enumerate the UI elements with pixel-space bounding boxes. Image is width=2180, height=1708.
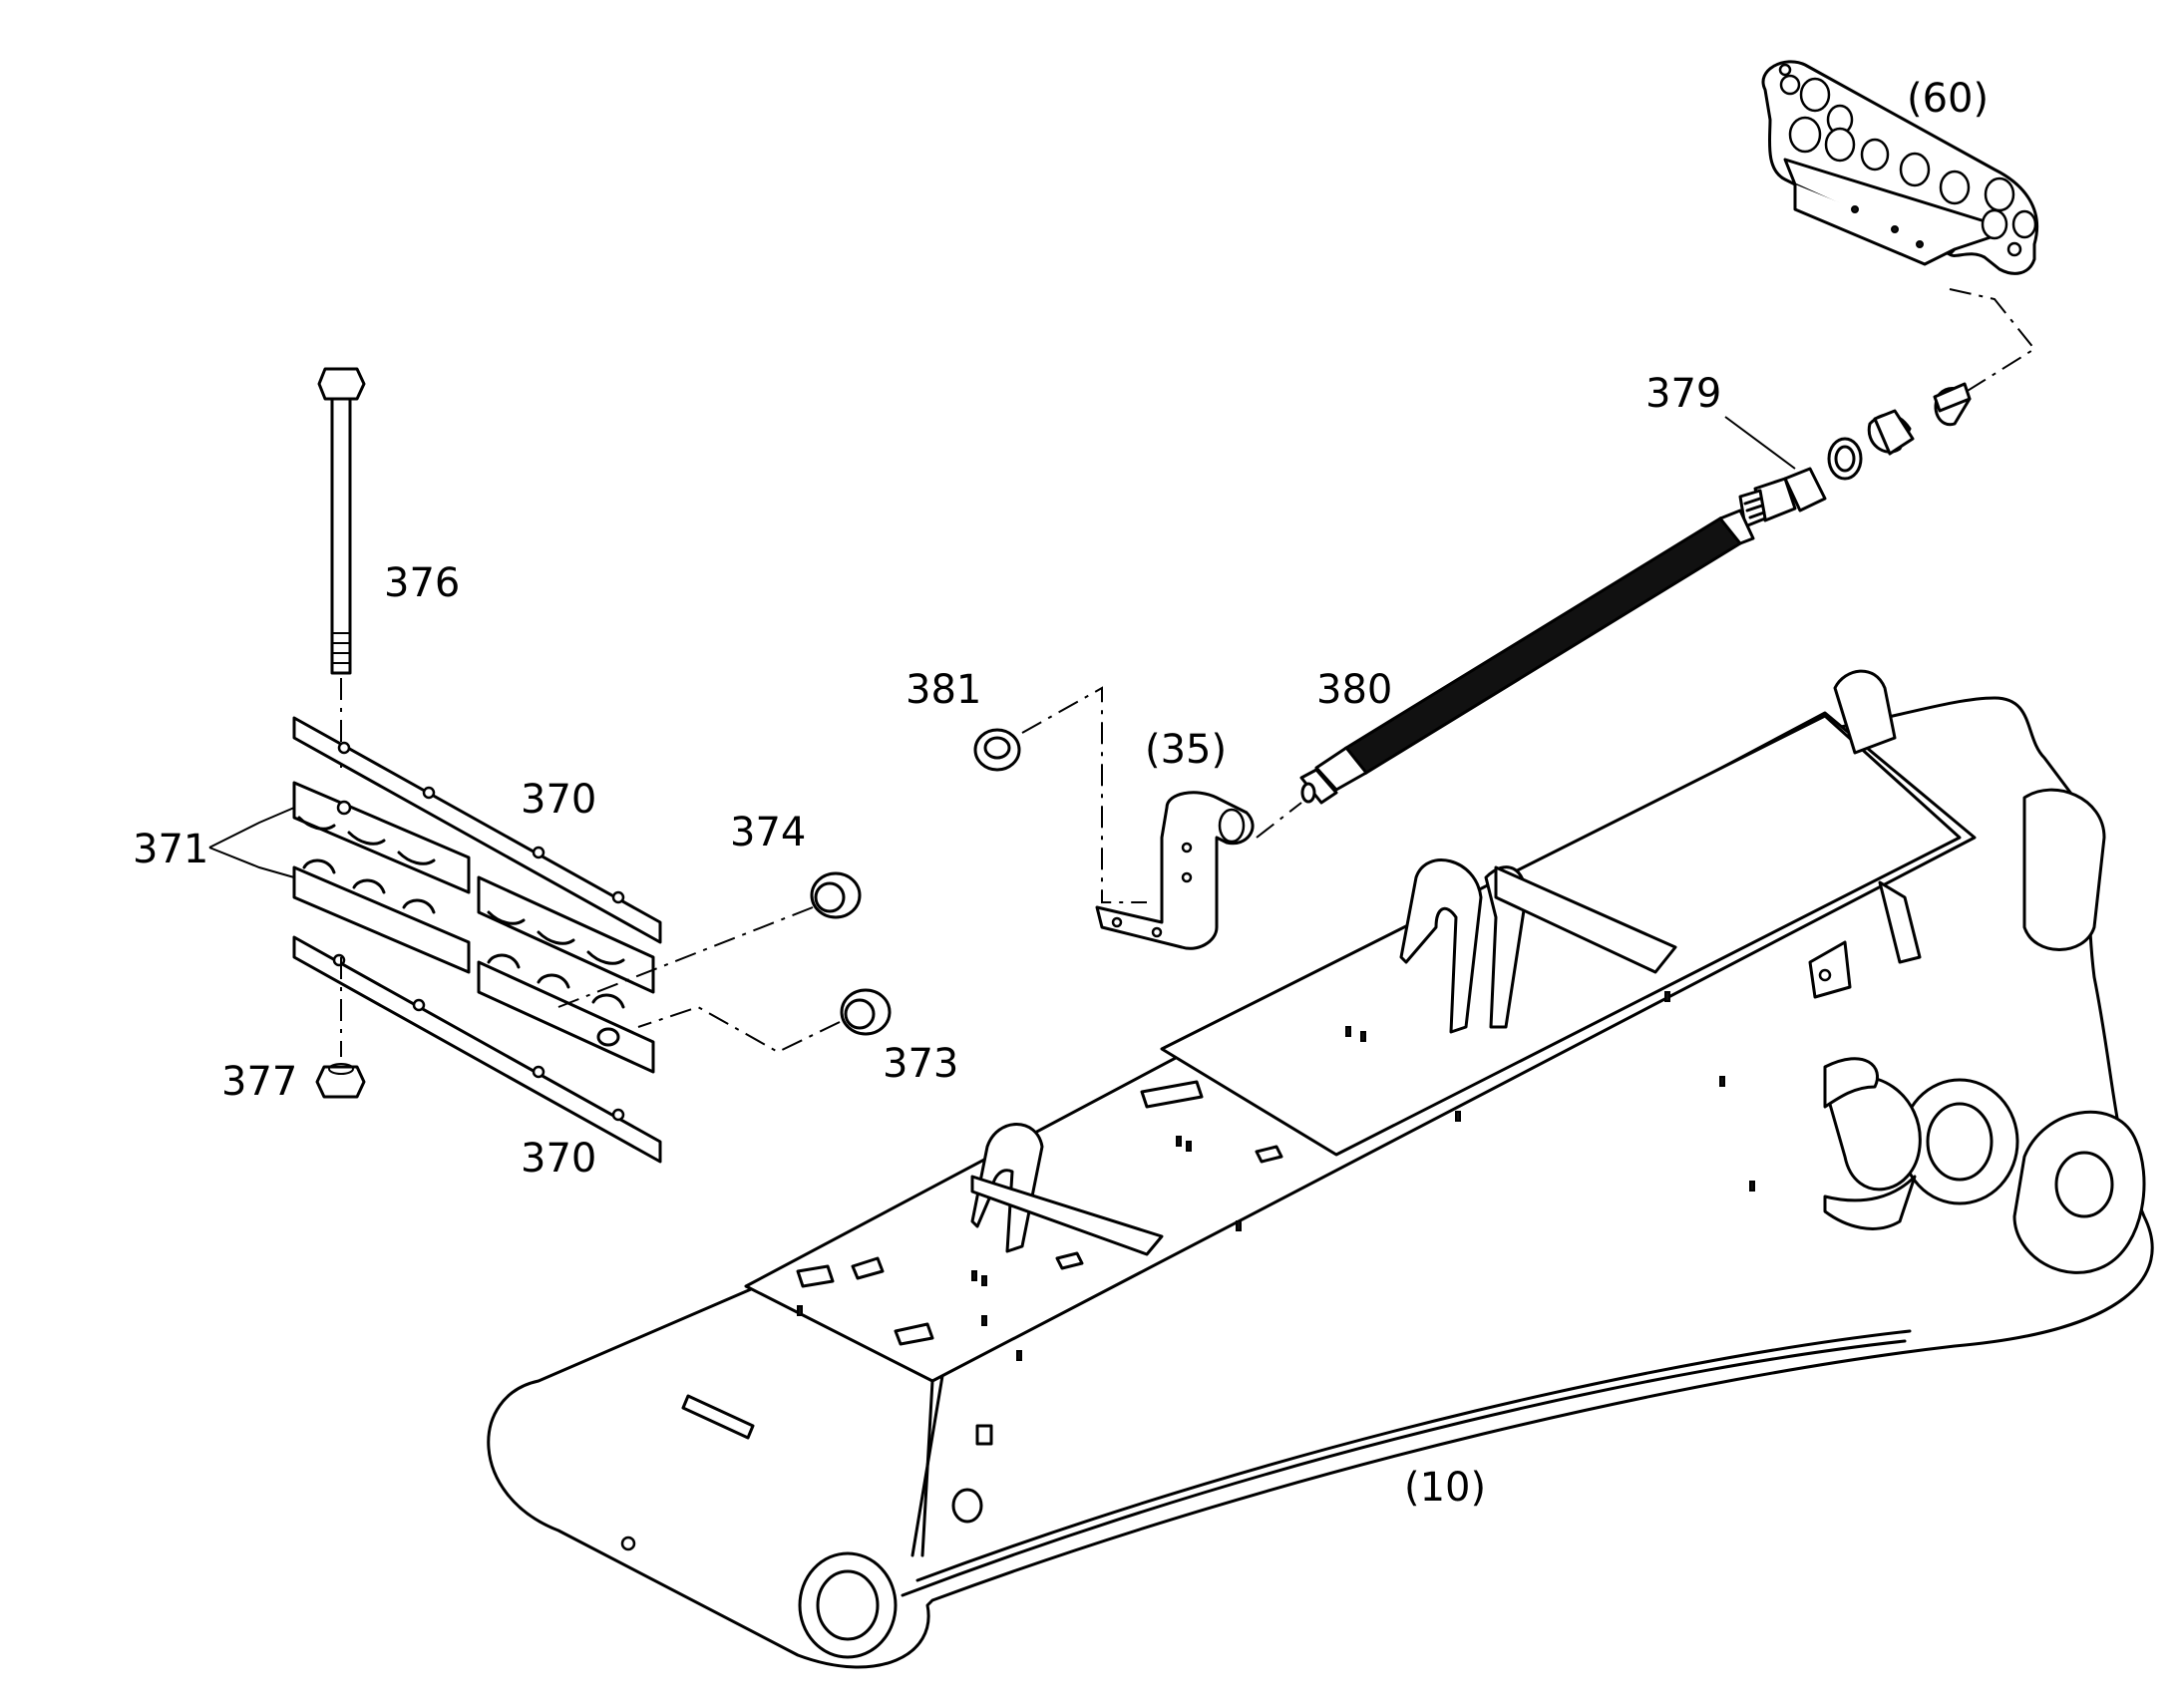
label-part-370-top: 370: [521, 777, 596, 823]
label-part-374: 374: [730, 810, 806, 855]
label-part-377: 377: [221, 1059, 297, 1105]
clamp-halves-part-371: [292, 781, 655, 1074]
bracket-part-35: [1095, 791, 1255, 950]
leader-371: [208, 807, 295, 878]
label-part-381: 381: [906, 667, 981, 713]
grommet-part-374: [557, 871, 862, 1008]
fittings-part-379: [1738, 382, 1972, 528]
label-part-371: 371: [133, 827, 208, 872]
leader-379: [1724, 416, 1796, 470]
plate-bracket-part-60: [1761, 60, 2039, 275]
label-part-376: 376: [384, 560, 460, 606]
plate-part-370-bottom: [292, 935, 662, 1164]
label-part-370-bottom: 370: [521, 1136, 596, 1182]
plate-part-370-top: [292, 716, 662, 944]
hose-part-380: [1299, 509, 1755, 805]
boom-part-10: [487, 669, 2154, 1669]
label-part-380: 380: [1316, 667, 1392, 713]
grommet-part-373: [637, 988, 892, 1054]
label-part-373: 373: [883, 1041, 958, 1087]
connector-60-to-379: [1949, 288, 2036, 400]
label-part-10: (10): [1404, 1465, 1486, 1511]
nut-part-377: [315, 957, 366, 1099]
label-part-379: 379: [1645, 371, 1721, 417]
label-part-60: (60): [1907, 76, 1989, 122]
label-part-35: (35): [1145, 727, 1227, 773]
bolt-part-376: [317, 367, 366, 768]
nut-part-381: [973, 686, 1302, 903]
